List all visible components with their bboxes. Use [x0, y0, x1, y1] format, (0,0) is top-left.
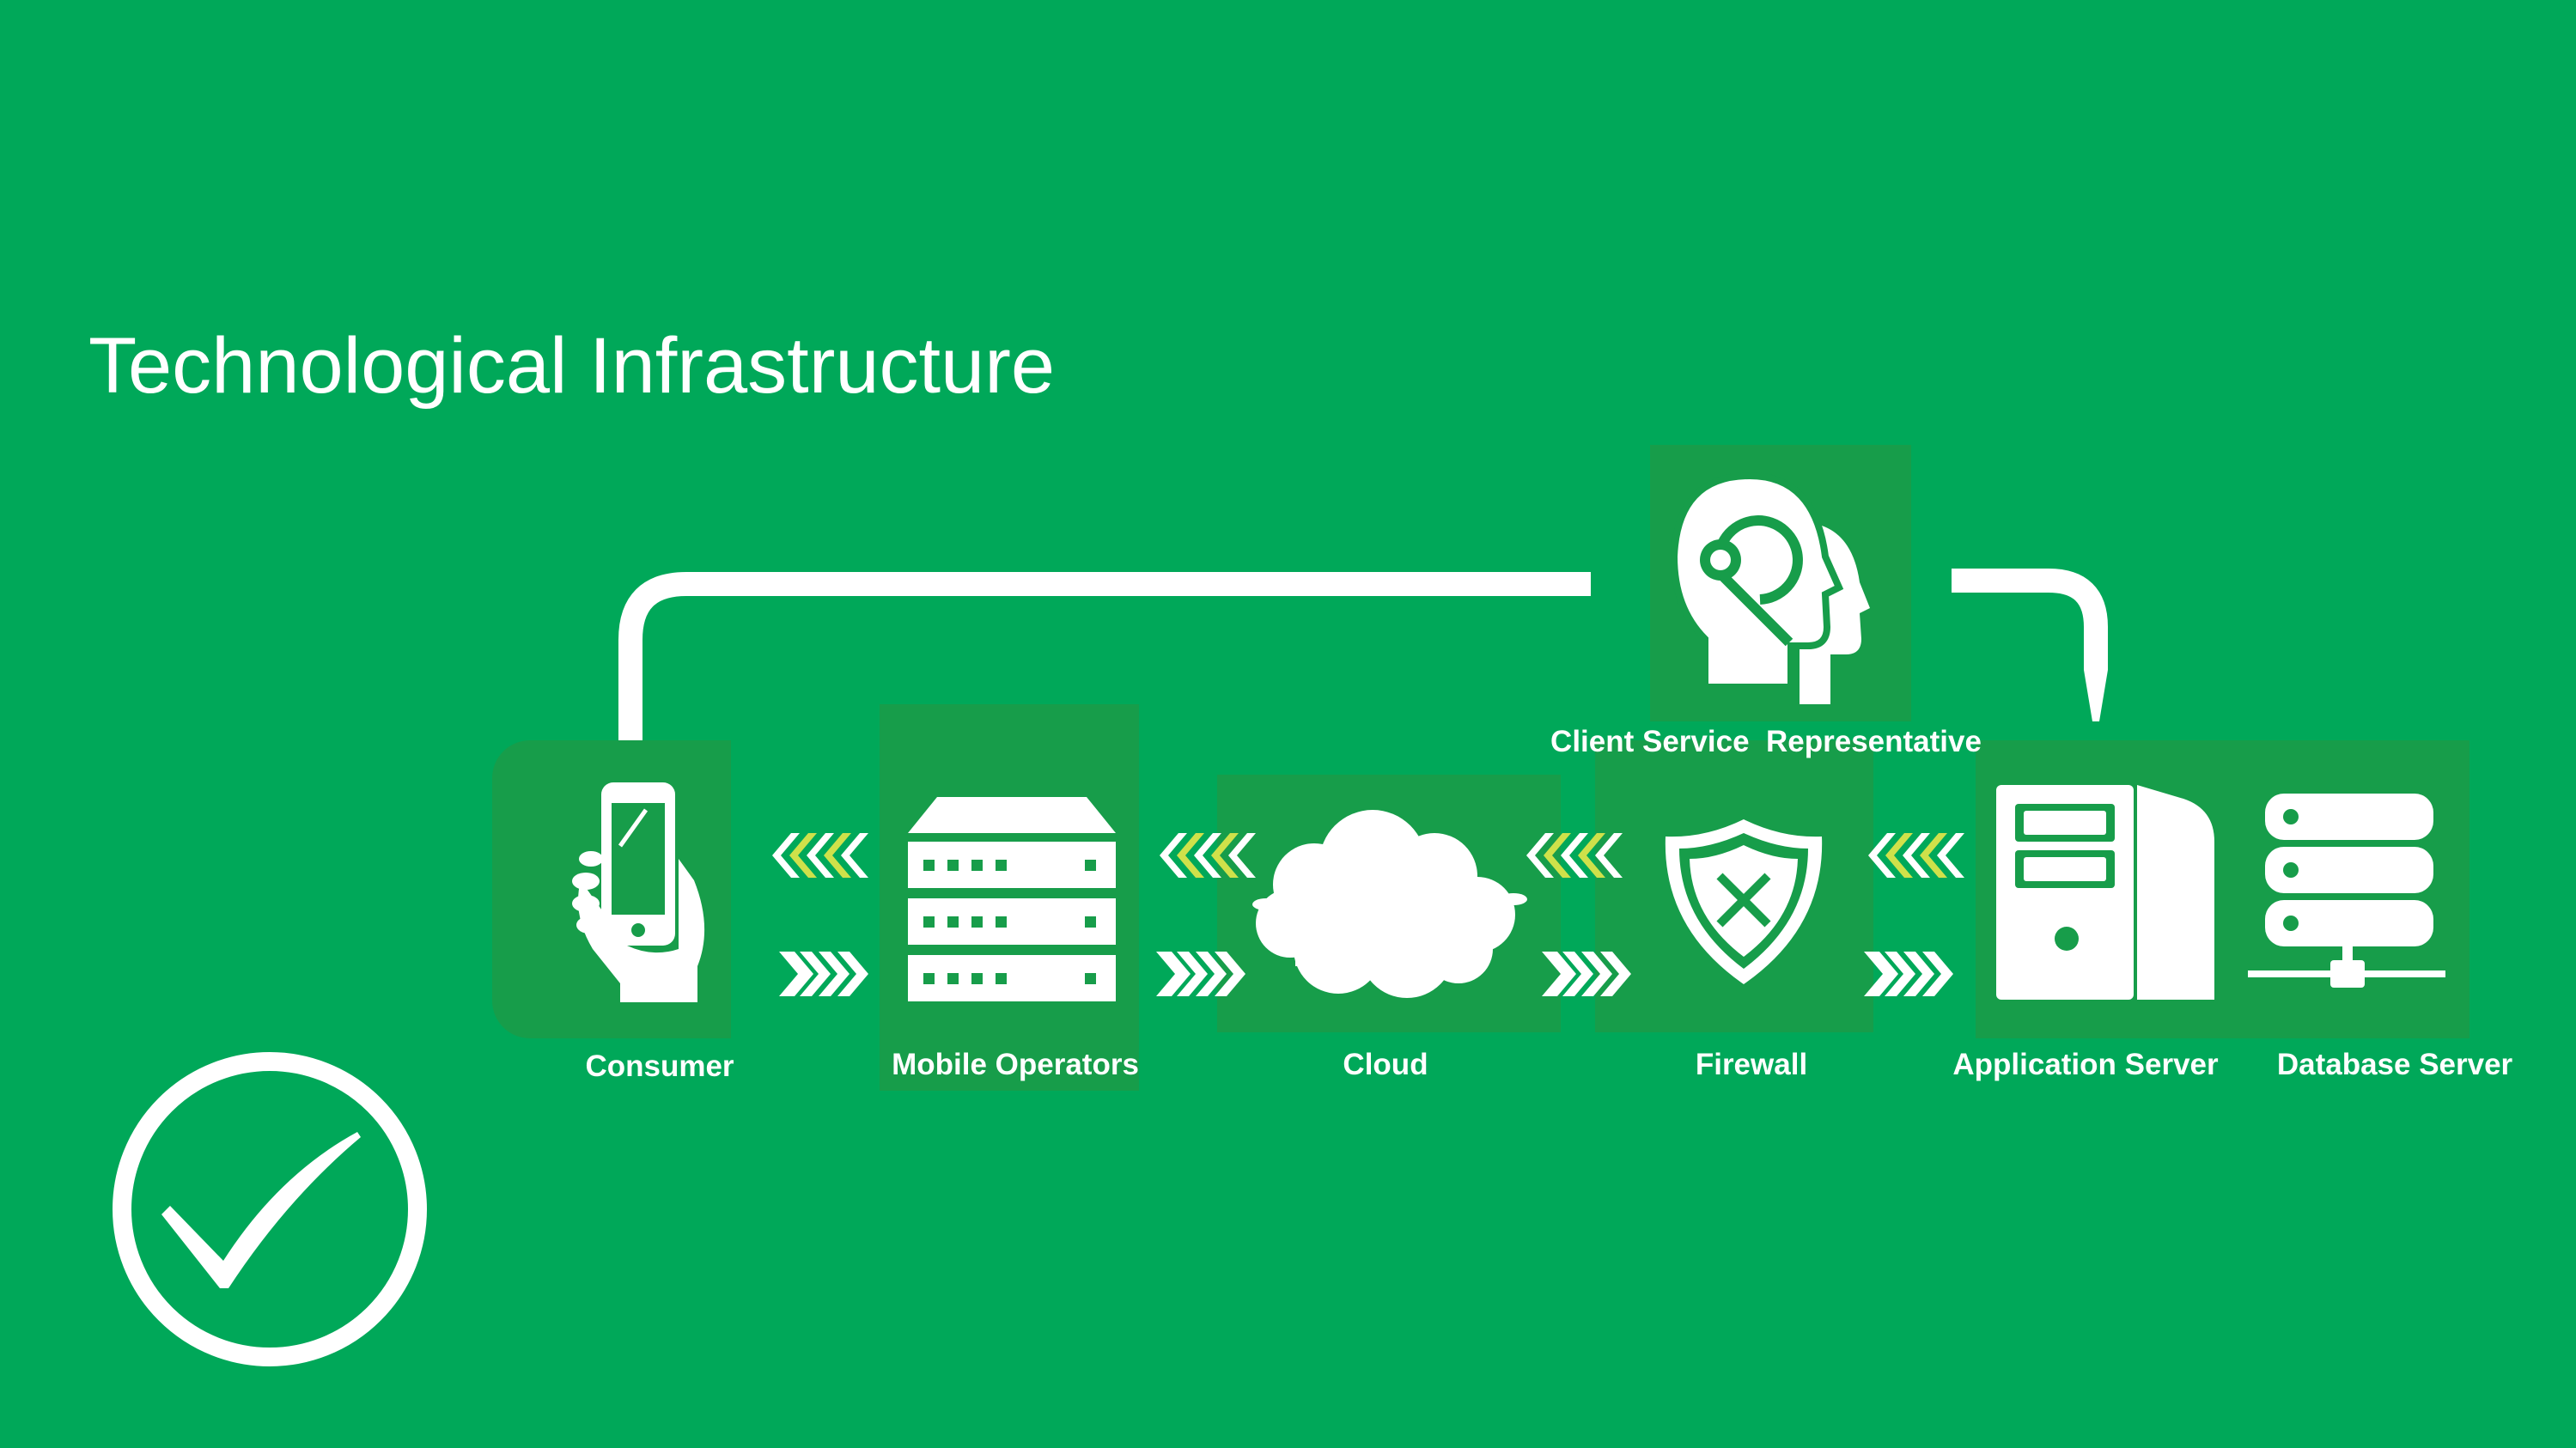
left-chevrons-4 [1868, 833, 1964, 878]
left-chevrons-2 [1160, 833, 1256, 878]
right-chevrons-3 [1542, 952, 1631, 996]
cloud-label: Cloud [1343, 1048, 1428, 1081]
computer-tower-icon [1996, 785, 2214, 1000]
cloud-icon [1252, 810, 1527, 998]
checkmark-circle-icon [113, 1052, 427, 1366]
application-server-label: Application Server [1952, 1048, 2219, 1081]
database-server-label: Database Server [2276, 1048, 2513, 1081]
client-service-to-app-server-connector [1952, 569, 2108, 721]
firewall-label: Firewall [1695, 1048, 1808, 1081]
right-chevrons-1 [779, 952, 868, 996]
left-chevrons-1 [772, 833, 868, 878]
slide-title: Technological Infrastructure [88, 322, 1056, 410]
mobile-operators-panel [880, 704, 1139, 1091]
left-chevrons-3 [1526, 833, 1623, 878]
right-chevrons-4 [1864, 952, 1953, 996]
client-service-label: Client Service Representative [1550, 725, 1982, 758]
database-server-icon [2248, 794, 2445, 988]
consumer-to-client-service-connector [618, 572, 1591, 749]
headset-agents-icon [1671, 472, 1870, 704]
consumer-label: Consumer [585, 1049, 734, 1083]
hand-holding-phone-icon [572, 782, 705, 1002]
shield-x-icon [1665, 819, 1823, 984]
right-chevrons-2 [1156, 952, 1245, 996]
server-rack-icon [908, 797, 1116, 1001]
mobile-operators-label: Mobile Operators [892, 1048, 1139, 1081]
